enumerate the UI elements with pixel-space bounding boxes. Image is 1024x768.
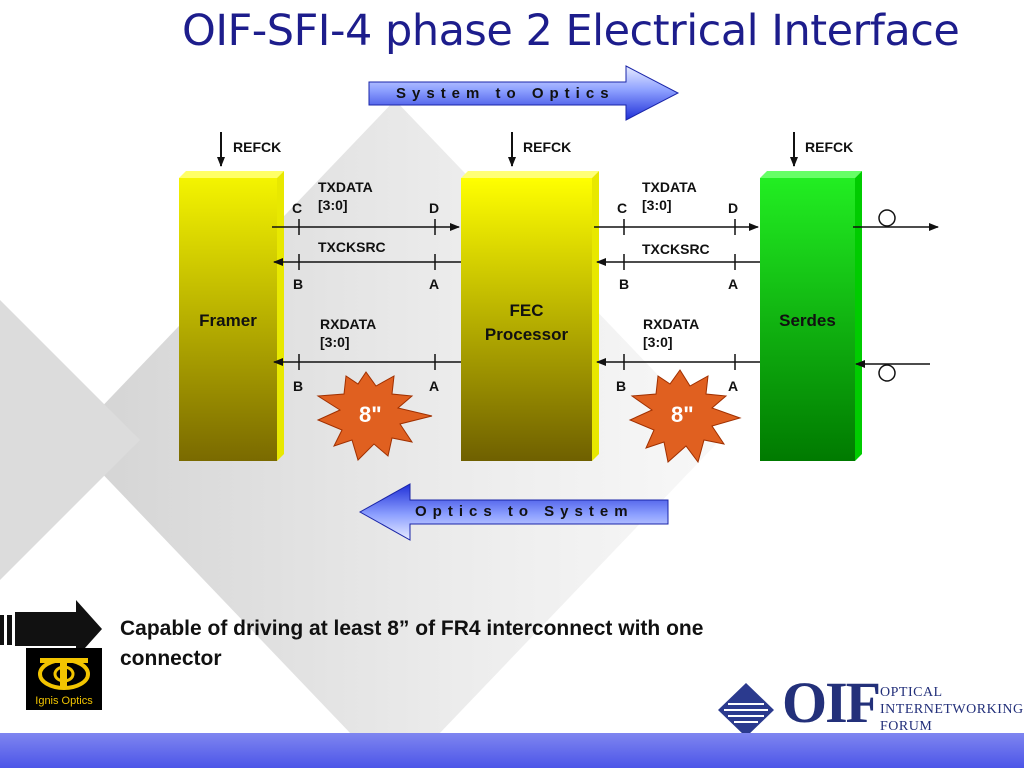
- fec-label-line1: FEC: [509, 301, 544, 320]
- pin-d-right: D: [728, 200, 739, 216]
- oif-logo-line2: INTERNETWORKING: [880, 702, 1024, 717]
- pin-c-left: C: [292, 200, 303, 216]
- pin-c-right: C: [617, 200, 628, 216]
- txcksrc-label-right: TXCKSRC: [642, 241, 710, 257]
- pin-b-right-tx: B: [619, 276, 630, 292]
- rxdata-label-right: RXDATA [3:0]: [643, 315, 699, 351]
- pin-a-left-tx: A: [429, 276, 440, 292]
- optics-to-system-label: Optics to System: [415, 503, 634, 520]
- rxdata-label-left: RXDATA [3:0]: [320, 315, 376, 351]
- burst-left-icon: [316, 371, 433, 461]
- txdata-label-left-line2: [3:0]: [318, 197, 348, 213]
- ignis-optics-logo: Ignis Optics: [26, 648, 102, 710]
- fec-processor-block: [461, 171, 599, 461]
- burst-left-label: 8": [359, 402, 382, 427]
- serdes-block: [760, 171, 862, 461]
- txdata-label-right-line1: TXDATA: [642, 179, 697, 195]
- fec-label-line2: Processor: [484, 325, 569, 344]
- refck-label-framer: REFCK: [233, 139, 282, 155]
- bullet-arrow-icon: [0, 600, 102, 658]
- oif-logo-line1: OPTICAL: [880, 685, 943, 700]
- rxdata-label-left-line1: RXDATA: [320, 316, 377, 332]
- pin-d-left: D: [429, 200, 440, 216]
- optical-input-connector-icon: [878, 364, 896, 382]
- optical-output-connector-icon: [878, 209, 896, 227]
- pin-a-right-rx: A: [728, 378, 739, 394]
- framer-block: [179, 171, 284, 461]
- pin-a-left-rx: A: [429, 378, 440, 394]
- txdata-label-right-line2: [3:0]: [642, 197, 672, 213]
- system-to-optics-arrow: [368, 65, 680, 121]
- framer-label: Framer: [199, 311, 257, 330]
- ignis-emblem-icon: [38, 658, 90, 690]
- pin-b-right-rx: B: [616, 378, 627, 394]
- oif-logo-word: OIF: [782, 670, 881, 735]
- oif-logo-line3: FORUM: [880, 719, 933, 734]
- optics-to-system-arrow: [358, 483, 669, 541]
- rxdata-label-right-line1: RXDATA: [643, 316, 700, 332]
- refck-label-serdes: REFCK: [805, 139, 854, 155]
- serdes-label: Serdes: [779, 311, 836, 330]
- oif-diamond-icon: [718, 683, 774, 737]
- refck-label-fec: REFCK: [523, 139, 572, 155]
- ignis-optics-text: Ignis Optics: [35, 695, 93, 707]
- txcksrc-label-left: TXCKSRC: [318, 239, 386, 255]
- rxdata-label-right-line2: [3:0]: [643, 334, 673, 350]
- txdata-label-left: TXDATA [3:0]: [318, 178, 373, 214]
- system-to-optics-label: System to Optics: [396, 85, 615, 102]
- pin-b-left-rx: B: [293, 378, 304, 394]
- txdata-label-left-line1: TXDATA: [318, 179, 373, 195]
- page-title: OIF-SFI-4 phase 2 Electrical Interface: [182, 6, 960, 56]
- txdata-label-right: TXDATA [3:0]: [642, 178, 697, 214]
- burst-right-icon: [628, 369, 742, 464]
- bottom-bar: [0, 733, 1024, 768]
- fec-label: FEC Processor: [461, 299, 592, 347]
- pin-a-right-tx: A: [728, 276, 739, 292]
- burst-right-label: 8": [671, 402, 694, 427]
- pin-b-left-tx: B: [293, 276, 304, 292]
- bullet-text: Capable of driving at least 8” of FR4 in…: [120, 617, 704, 670]
- rxdata-label-left-line2: [3:0]: [320, 334, 350, 350]
